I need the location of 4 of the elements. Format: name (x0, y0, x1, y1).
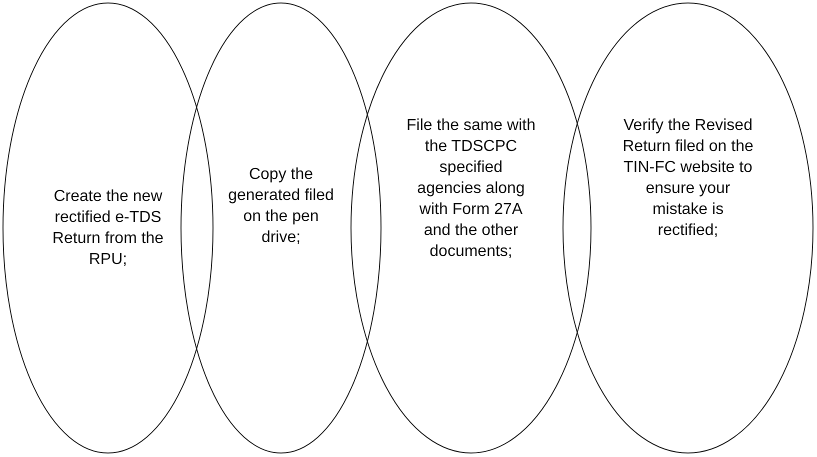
step-text: Verify the Revised Return filed on the TIN-FC website to ensure your mistake is rectified; (622, 116, 754, 241)
step-text: Copy the generated filed on the pen drive; (227, 165, 335, 248)
step-text: File the same with the TDSCPC specified agencies along with Form 27A and the other documents; (406, 116, 536, 262)
step-text: Create the new rectified e-TDS Return from the RPU; (51, 187, 165, 270)
